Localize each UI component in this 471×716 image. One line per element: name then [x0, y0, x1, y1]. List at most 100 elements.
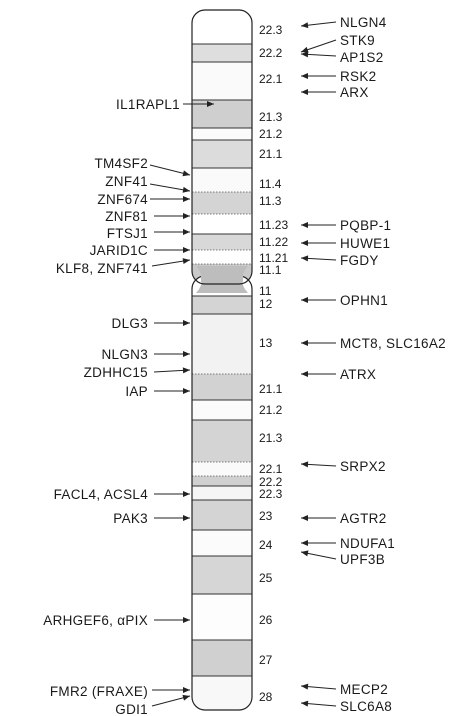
gene-label: DLG3: [112, 316, 148, 331]
band-label: 11.22: [259, 235, 288, 249]
chromosome-band: [192, 214, 252, 234]
chromosome-band: [192, 62, 252, 100]
band-labels: 22.322.222.121.321.221.111.411.311.2311.…: [259, 23, 288, 704]
pointer-arrow: [301, 73, 336, 79]
band-label: 21.2: [259, 403, 283, 417]
pointer-arrow: [301, 22, 336, 28]
gene-label: ZNF674: [97, 192, 148, 207]
band-label: 27: [259, 653, 273, 667]
gene-label: NLGN4: [340, 15, 387, 30]
chromosome-band: [192, 168, 252, 192]
left-gene-annotations: IL1RAPL1TM4SF2ZNF41ZNF674ZNF81FTSJ1JARID…: [43, 97, 214, 716]
gene-label: RSK2: [340, 69, 376, 84]
gene-label: IL1RAPL1: [116, 97, 180, 112]
pointer-arrow: [150, 165, 190, 176]
pointer-arrow: [154, 247, 190, 253]
pointer-arrow: [301, 340, 336, 346]
band-label: 24: [259, 538, 273, 552]
band-label: 13: [259, 336, 273, 350]
pointer-arrow: [301, 40, 336, 53]
pointer-arrow: [301, 51, 336, 57]
band-label: 28: [259, 690, 273, 704]
pointer-arrow: [301, 240, 336, 246]
gene-label: IAP: [125, 384, 148, 399]
pointer-arrow: [154, 213, 190, 219]
pointer-arrow: [154, 388, 190, 394]
q-arm-bands: [192, 276, 252, 710]
band-label: 22.3: [259, 487, 283, 501]
chromosome-band: [192, 374, 252, 400]
chromosome-band: [192, 140, 252, 168]
gene-label: OPHN1: [340, 293, 388, 308]
gene-label: ZDHHC15: [84, 365, 148, 380]
gene-label: FACL4, ACSL4: [54, 487, 149, 502]
pointer-arrow: [301, 222, 336, 228]
band-label: 11.4: [259, 177, 282, 191]
pointer-arrow: [154, 320, 190, 326]
chromosome-band: [192, 44, 252, 62]
pointer-arrow: [301, 684, 336, 690]
chromosome-band: [192, 296, 252, 314]
band-label: 22.1: [259, 72, 283, 86]
band-label: 21.3: [259, 431, 283, 445]
pointer-arrow: [152, 687, 190, 693]
band-label: 11.3: [259, 194, 282, 208]
pointer-arrow: [154, 491, 190, 497]
pointer-arrow: [154, 229, 190, 235]
chromosome-band: [192, 530, 252, 556]
band-label: 21.1: [259, 147, 283, 161]
band-label: 26: [259, 613, 273, 627]
chromosome-band: [192, 462, 252, 476]
pointer-arrow: [301, 701, 336, 707]
chromosome-band: [192, 476, 252, 486]
gene-label: UPF3B: [340, 552, 385, 567]
chromosome-band: [192, 676, 252, 710]
gene-label: ATRX: [340, 367, 376, 382]
band-label: 21.2: [259, 127, 283, 141]
centromere-gap: [201, 272, 243, 282]
pointer-arrow: [301, 540, 336, 546]
pointer-arrow: [154, 351, 190, 357]
band-label: 21.3: [259, 110, 283, 124]
pointer-arrow: [301, 371, 336, 377]
band-label: 12: [259, 297, 273, 311]
gene-label: SRPX2: [340, 459, 386, 474]
chromosome-band: [192, 400, 252, 420]
pointer-arrow: [150, 184, 190, 193]
band-label: 22.3: [259, 23, 283, 37]
pointer-arrow: [301, 515, 336, 521]
band-label: 23: [259, 509, 273, 523]
gene-label: STK9: [340, 33, 375, 48]
chromosome-band: [192, 556, 252, 594]
chromosome-band: [192, 128, 252, 140]
chromosome-band: [192, 486, 252, 500]
pointer-arrow: [301, 461, 336, 467]
gene-label: ZNF81: [105, 209, 148, 224]
chromosome-band: [192, 500, 252, 530]
gene-label: PAK3: [113, 511, 148, 526]
gene-label: ZNF41: [105, 174, 148, 189]
gene-label: AGTR2: [340, 511, 387, 526]
gene-label: MCT8, SLC16A2: [340, 336, 446, 351]
chromosome-band: [192, 234, 252, 250]
right-gene-annotations: NLGN4STK9AP1S2RSK2ARXPQBP-1HUWE1FGDYOPHN…: [301, 15, 446, 714]
chromosome-band: [192, 250, 252, 264]
gene-label: ARHGEF6, αPIX: [43, 613, 148, 628]
chromosome-band: [192, 594, 252, 640]
gene-label: FMR2 (FRAXE): [50, 684, 148, 699]
p-arm-bands: [192, 10, 252, 284]
band-label: 11.1: [259, 263, 282, 277]
pointer-arrow: [150, 196, 190, 202]
pointer-arrow: [154, 515, 190, 521]
chromosome-band: [192, 192, 252, 214]
pointer-arrow: [301, 550, 336, 559]
pointer-arrow: [301, 89, 336, 95]
gene-label: NDUFA1: [340, 536, 395, 551]
pointer-arrow: [154, 367, 190, 373]
pointer-arrow: [152, 695, 190, 706]
chromosome-band: [192, 314, 252, 374]
pointer-arrow: [154, 617, 190, 623]
chromosome-band: [192, 420, 252, 462]
pointer-arrow: [301, 255, 336, 261]
